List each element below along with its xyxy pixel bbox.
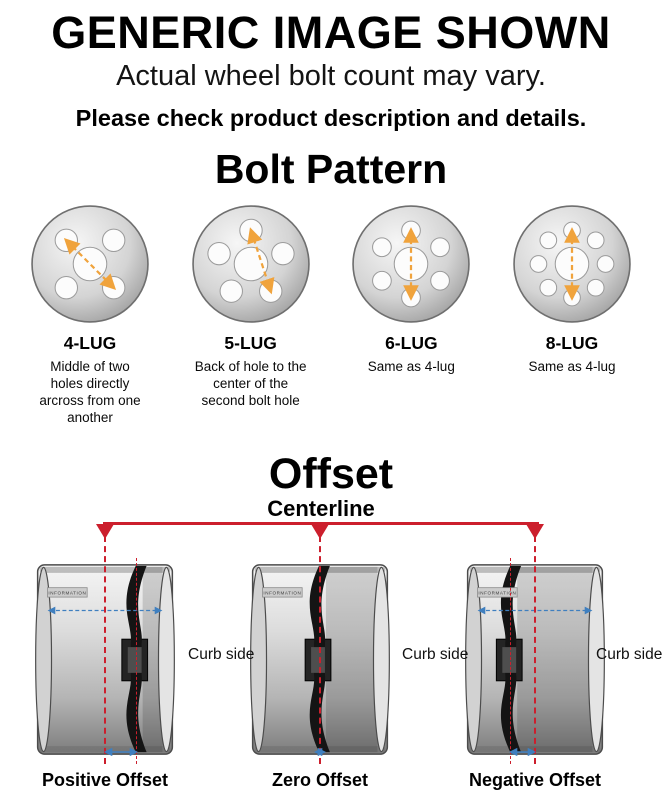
lug-label-8: 8-LUG [545, 332, 599, 353]
offset-measure-arrow-icon [313, 744, 327, 757]
svg-text:INFORMATION: INFORMATION [478, 591, 516, 596]
lug-item-4: 4-LUG Middle of two holes directly arcro… [12, 203, 168, 427]
lug-item-8: 8-LUG Same as 4-lug [494, 203, 650, 427]
centerline-marker-icon [96, 524, 114, 539]
note: Please check product description and det… [75, 104, 587, 131]
lug-diagram-5-icon [173, 203, 329, 327]
lug-label-4: 4-LUG [63, 332, 117, 353]
lug-item-5: 5-LUG Back of hole to the center of the … [173, 203, 329, 427]
subtitle: Actual wheel bolt count may vary. [116, 59, 546, 92]
offset-title: Offset [268, 450, 394, 498]
centerline-vertical [534, 536, 536, 764]
centerline-marker-icon [526, 524, 544, 539]
curb-side-label: Curb side [596, 646, 662, 663]
lug-description-8: Same as 4-lug [528, 358, 616, 374]
svg-text:INFORMATION: INFORMATION [263, 591, 301, 596]
offset-label-zero: Zero Offset [271, 770, 368, 790]
offset-measure-arrow-icon [508, 744, 537, 757]
offset-measure-arrow-icon [103, 744, 139, 757]
offset-label-negative: Negative Offset [468, 770, 602, 790]
lug-diagram-8-icon [494, 203, 650, 327]
main-title: GENERIC IMAGE SHOWN [51, 7, 611, 58]
centerline-vertical [104, 536, 106, 764]
offset-section: Offset Centerline INFORMATION [0, 450, 662, 800]
curb-side-label: Curb side [402, 646, 469, 663]
bolt-pattern-row: 4-LUG Middle of two holes directly arcro… [0, 193, 662, 427]
offset-label-positive: Positive Offset [41, 770, 169, 790]
centerline-label: Centerline [267, 496, 375, 521]
lug-description-5: Back of hole to the center of the second… [194, 358, 307, 409]
bolt-pattern-title: Bolt Pattern [214, 145, 448, 192]
centerline-line [103, 522, 539, 525]
curb-side-label: Curb side [188, 646, 255, 663]
lug-diagram-4-icon [12, 203, 168, 327]
lug-diagram-6-icon [333, 203, 489, 327]
svg-text:INFORMATION: INFORMATION [48, 591, 86, 596]
lug-description-4: Middle of two holes directly arcross fro… [39, 358, 141, 426]
lug-item-6: 6-LUG Same as 4-lug [333, 203, 489, 427]
centerline-marker-icon [311, 524, 329, 539]
centerline-vertical [319, 536, 321, 764]
mounting-face-line [510, 558, 511, 764]
lug-label-5: 5-LUG [224, 332, 277, 353]
lug-label-6: 6-LUG [385, 332, 438, 353]
mounting-face-line [136, 558, 137, 764]
lug-description-6: Same as 4-lug [367, 358, 455, 374]
